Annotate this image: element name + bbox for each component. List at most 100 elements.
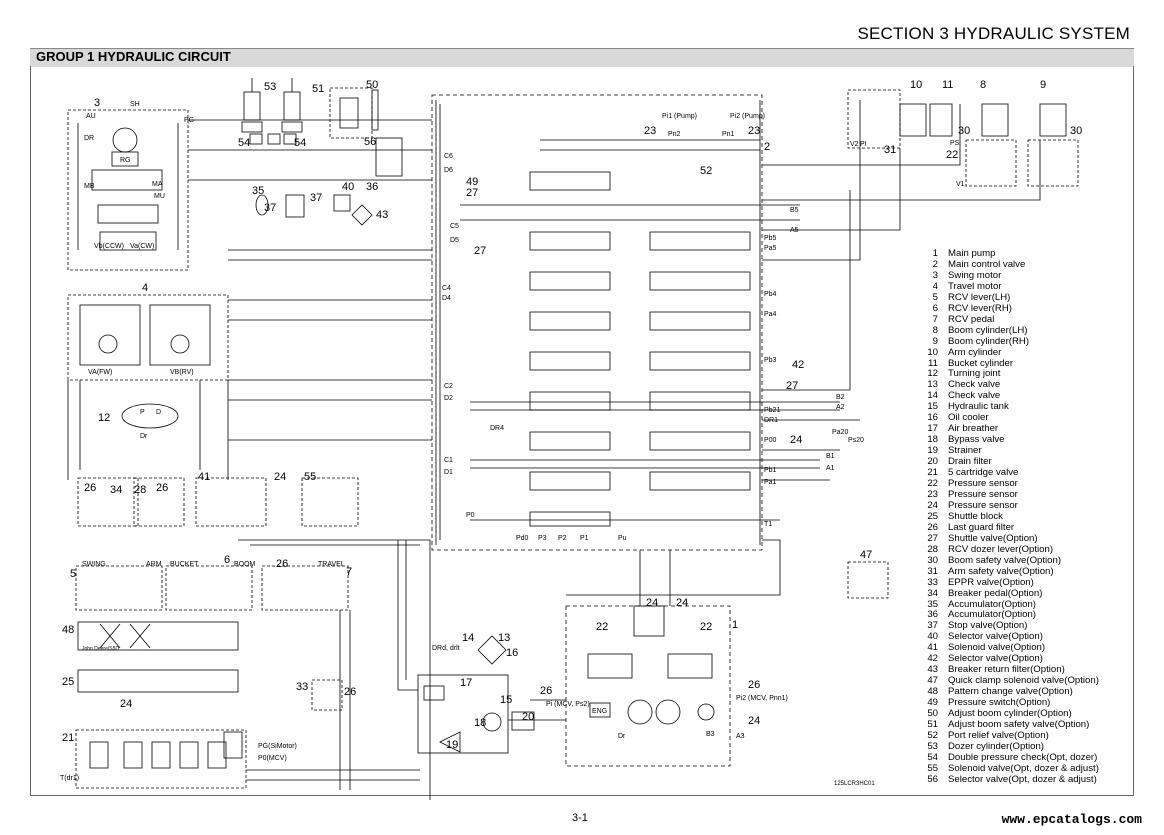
label-turn-dr: Dr: [140, 433, 148, 440]
legend-row: 9 Boom cylinder(RH): [912, 335, 1099, 348]
label-pb4: Pb4: [764, 291, 777, 298]
legend-number: 19: [927, 445, 938, 457]
label-a1: A1: [826, 465, 835, 472]
legend-number: 28: [927, 543, 938, 555]
label-bucket: BUCKET: [170, 561, 199, 568]
legend-number: 27: [927, 532, 938, 544]
bucket-cylinder: [929, 103, 953, 137]
label-d5: D5: [450, 237, 459, 244]
label-v2: V2: [850, 141, 859, 148]
label-turn-p: P: [140, 409, 145, 416]
legend-label: Port relief valve(Option): [948, 729, 1049, 741]
pump-unit-left: [627, 699, 653, 725]
rcv-block-28-26: [133, 477, 185, 527]
page-number: 3-1: [572, 812, 588, 824]
legend-number: 11: [928, 357, 938, 369]
dozer-cylinder-right: [283, 91, 301, 121]
label-swing: SWING: [82, 561, 106, 568]
legend-number: 10: [927, 346, 938, 358]
selector-valve-56: [375, 137, 403, 177]
callout-23b: 23: [748, 125, 760, 137]
legend-label: EPPR valve(Option): [948, 576, 1034, 588]
legend-number: 34: [927, 587, 938, 599]
legend-label: Accumulator(Option): [948, 609, 1036, 621]
callout-27c: 27: [786, 380, 798, 392]
quick-clamp-solenoid: [847, 561, 889, 599]
legend-label: Travel motor: [948, 280, 1002, 292]
label-v1: V1: [956, 181, 965, 188]
label-pb5: Pb5: [764, 235, 777, 242]
callout-18: 18: [474, 717, 486, 729]
legend-label: Breaker return filter(Option): [948, 664, 1065, 676]
callout-26f: 26: [748, 679, 760, 691]
legend-label: Selector valve(Opt, dozer & adjust): [948, 773, 1097, 785]
shuttle-block-25: [77, 669, 239, 693]
legend-number: 37: [927, 620, 938, 632]
legend-label: 5 cartridge valve: [948, 467, 1019, 479]
legend-label: Last guard filter: [948, 521, 1015, 533]
callout-31: 31: [884, 144, 896, 156]
callout-28: 28: [134, 484, 146, 496]
legend-label: Pressure sensor: [948, 488, 1018, 500]
legend-label: Pressure sensor: [948, 499, 1018, 511]
adjust-boom-safety-valve: [329, 87, 373, 139]
drain-filter: [511, 711, 535, 731]
label-pi1-pump: Pi1 (Pump): [662, 113, 697, 120]
label-pi-mcv-ps2: Pi (MCV, Ps2): [546, 701, 590, 708]
callout-41: 41: [198, 471, 210, 483]
label-vb-ccw: Vb(CCW): [94, 243, 124, 250]
rcv-block-26-34: [77, 477, 139, 527]
callout-47: 47: [860, 549, 872, 561]
bypass-valve: [482, 712, 502, 732]
callout-6: 6: [224, 554, 230, 566]
callout-25: 25: [62, 676, 74, 688]
label-boom: BOOM: [234, 561, 256, 568]
callout-26c: 26: [276, 558, 288, 570]
legend-label: Boom cylinder(RH): [948, 335, 1030, 347]
callout-51: 51: [312, 83, 324, 95]
callout-30b: 30: [1070, 125, 1082, 137]
callout-24f: 24: [646, 597, 658, 609]
legend-label: Hydraulic tank: [948, 401, 1009, 413]
accumulator-35: [255, 194, 269, 216]
label-b5: B5: [790, 207, 799, 214]
callout-10: 10: [910, 79, 922, 91]
callout-26b: 26: [156, 482, 168, 494]
legend-number: 50: [927, 708, 938, 720]
legend-label: Double pressure check(Opt, dozer): [948, 751, 1098, 763]
section-title: SECTION 3 HYDRAULIC SYSTEM: [857, 24, 1130, 43]
main-control-valve: [431, 94, 763, 551]
label-p3: P3: [538, 535, 547, 542]
callout-35: 35: [252, 185, 264, 197]
legend-label: Main control valve: [948, 258, 1026, 270]
callout-7: 7: [346, 566, 352, 578]
callout-15: 15: [500, 694, 512, 706]
callout-17: 17: [460, 677, 472, 689]
legend-number: 35: [927, 598, 938, 610]
callout-5: 5: [70, 568, 76, 580]
legend-number: 33: [927, 576, 938, 588]
legend-label: Turning joint: [948, 368, 1001, 380]
label-pg-swmotor: PG(SiMotor): [258, 743, 297, 750]
callout-34: 34: [110, 484, 122, 496]
label-a3: A3: [736, 733, 745, 740]
label-dr1: DR1: [764, 417, 778, 424]
callout-53: 53: [264, 81, 276, 93]
label-vb-rv: VB(RV): [170, 369, 194, 376]
callout-27a: 27: [466, 187, 478, 199]
boom-safety-valve-lh: [965, 139, 1017, 187]
callout-37b: 37: [310, 192, 322, 204]
legend-number: 9: [932, 335, 938, 347]
label-pu: Pu: [618, 535, 627, 542]
pattern-change-valve: [77, 621, 239, 651]
legend-label: Stop valve(Option): [948, 620, 1028, 632]
